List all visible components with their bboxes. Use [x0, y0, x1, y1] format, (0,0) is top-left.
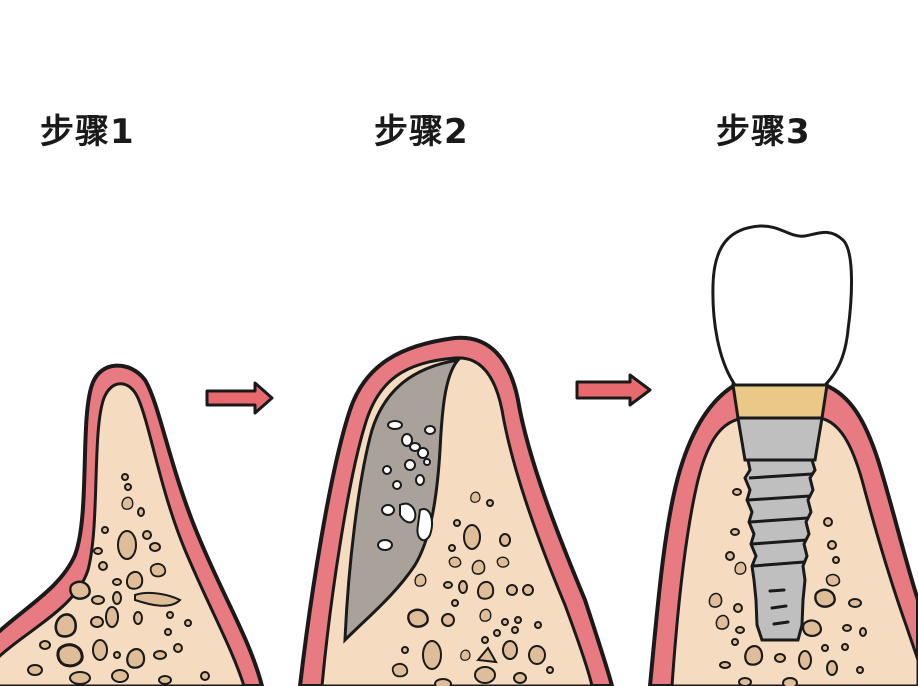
- step-2-illustration: [297, 335, 615, 686]
- bone-particles: [391, 491, 554, 686]
- implant-screw: [743, 458, 817, 642]
- step-3-title: 步骤3: [716, 112, 811, 152]
- tooth-crown: [711, 224, 853, 387]
- step-1-illustration: [0, 363, 265, 686]
- step-1-title: 步骤1: [40, 112, 135, 152]
- implant-marks: [768, 588, 790, 626]
- implant-collar: [736, 416, 824, 462]
- step-3-illustration: [647, 224, 918, 686]
- step-2-title: 步骤2: [374, 112, 469, 152]
- implant-abutment: [731, 383, 829, 420]
- arrow-right-icon: [575, 373, 652, 407]
- graft-particles: [377, 420, 436, 551]
- arrow-right-icon: [205, 381, 274, 415]
- bone-particles: [27, 473, 210, 685]
- bone-particles: [708, 488, 867, 686]
